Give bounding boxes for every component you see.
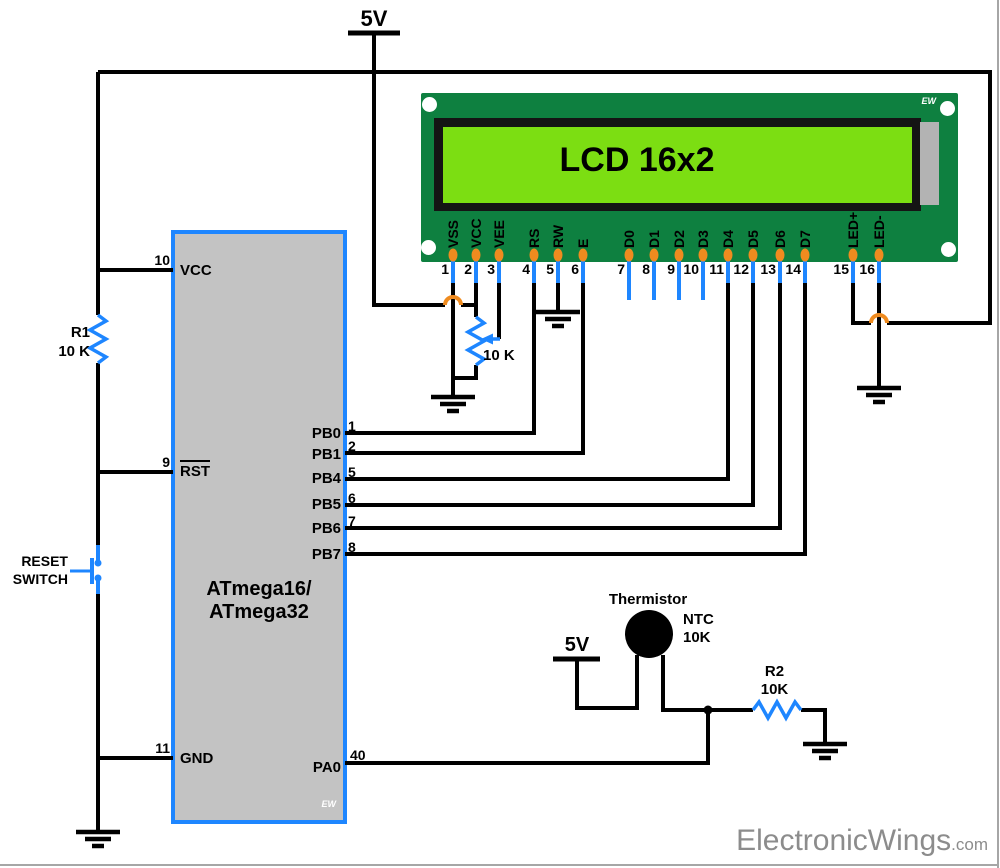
lcd-pin-number: 10 — [683, 261, 699, 277]
lcd-pin-number: 13 — [760, 261, 776, 277]
mcu-pin-pb6-number: 7 — [348, 513, 356, 529]
mcu-pin-vcc-number: 10 — [154, 252, 170, 268]
mcu-pin-vcc-label: VCC — [180, 262, 212, 279]
resistor-r1 — [86, 313, 110, 365]
ground-symbol-mcu — [76, 832, 120, 846]
thermistor-5v-label: 5V — [564, 634, 590, 656]
lcd-mount-hole — [422, 97, 437, 112]
lcd-pin-number: 7 — [617, 261, 625, 277]
mcu-pin-pb5-number: 6 — [348, 490, 356, 506]
hop-over-vss-wire — [443, 295, 463, 306]
mcu-pin-pb7-label: PB7 — [311, 546, 341, 563]
lcd-pin-number: 1 — [441, 261, 449, 277]
resistor-r2 — [751, 698, 803, 722]
mcu-pin-pa0-number: 40 — [350, 747, 366, 763]
lcd-mount-hole — [940, 101, 955, 116]
mcu-pin-pb1-label: PB1 — [311, 446, 341, 463]
lcd-pin-pads — [448, 248, 884, 262]
hop-over-led-minus-wire — [869, 313, 889, 324]
mcu-name-line2: ATmega32 — [209, 601, 309, 623]
lcd-pin-number: 5 — [546, 261, 554, 277]
mcu-pin-pb4-number: 5 — [348, 464, 356, 480]
lcd-pin-number: 11 — [709, 261, 724, 277]
image-border-bottom — [0, 864, 999, 866]
thermistor-value-label: 10K — [683, 629, 711, 646]
mcu-pin-pb0-label: PB0 — [311, 425, 341, 442]
r1-value-label: 10 K — [58, 343, 90, 360]
lcd-pin-number: 9 — [667, 261, 675, 277]
r1-ref-label: R1 — [70, 324, 90, 341]
lcd-title: LCD 16x2 — [559, 141, 715, 179]
mcu-pin-rst-label: RST — [180, 460, 210, 480]
thermistor-label: Thermistor — [608, 591, 688, 608]
lcd-pin-number: 3 — [487, 261, 495, 277]
lcd-pin-number: 12 — [733, 261, 749, 277]
main-5v-label: 5V — [360, 6, 388, 31]
lcd-pin-number: 2 — [464, 261, 472, 277]
mcu-pin-pb7-number: 8 — [348, 539, 356, 555]
pot-value-label: 10 K — [483, 347, 515, 364]
wire-hop-arcs — [443, 295, 889, 324]
reset-switch-symbol — [70, 545, 102, 594]
lcd-mount-hole — [941, 242, 956, 257]
mcu-pin-pb6-label: PB6 — [311, 520, 341, 537]
reset-switch-label-line2: SWITCH — [12, 571, 68, 587]
r2-value-label: 10K — [760, 681, 789, 698]
mcu-pin-pb1-number: 2 — [348, 438, 356, 454]
mcu-pin-gnd-number: 11 — [155, 740, 170, 756]
lcd-pin-number: 16 — [859, 261, 875, 277]
watermark-brand: ElectronicWings — [736, 824, 952, 857]
watermark-suffix: .com — [951, 835, 988, 854]
lcd-screen — [443, 127, 912, 203]
ground-symbol-rw — [536, 312, 580, 326]
lcd-brand-mark: EW — [921, 96, 937, 106]
mcu-pin-pb0-number: 1 — [348, 418, 356, 434]
mcu-brand-mark: EW — [321, 799, 337, 809]
potentiometer-10k — [464, 315, 500, 367]
lcd-signal-wires — [345, 283, 881, 556]
lcd-pin-number: 14 — [785, 261, 801, 277]
ground-symbol-r2 — [803, 744, 847, 758]
mcu-pin-pb4-label: PB4 — [311, 470, 341, 487]
junction-dot — [703, 705, 713, 715]
thermistor-body — [625, 610, 673, 658]
lcd-pin-number: 6 — [571, 261, 579, 277]
mcu-name-line1: ATmega16/ — [206, 578, 312, 600]
image-border-right — [997, 0, 999, 868]
mcu-pin-pa0-label: PA0 — [312, 759, 341, 776]
lcd-pin-stubs — [451, 256, 881, 300]
pot-wiper-arrow — [481, 333, 493, 345]
power-rail-wires — [96, 30, 992, 832]
thermistor-type-label: NTC — [683, 611, 714, 628]
mcu-pin-gnd-label: GND — [180, 750, 214, 767]
lcd-pin-number: 4 — [522, 261, 530, 277]
mcu-pin-rst-number: 9 — [162, 454, 170, 470]
watermark: ElectronicWings.com — [600, 824, 988, 858]
thermistor-wires — [345, 655, 827, 765]
lcd-mount-hole — [421, 240, 436, 255]
r2-ref-label: R2 — [764, 663, 785, 680]
ground-symbol-led — [857, 388, 901, 402]
lcd-pin-number: 15 — [833, 261, 849, 277]
lcd-pin-number: 8 — [642, 261, 650, 277]
ground-symbol-contrast — [431, 397, 475, 411]
mcu-pin-pb5-label: PB5 — [311, 496, 341, 513]
reset-switch-label-line1: RESET — [21, 553, 68, 569]
lcd-connector-tab — [920, 122, 939, 205]
